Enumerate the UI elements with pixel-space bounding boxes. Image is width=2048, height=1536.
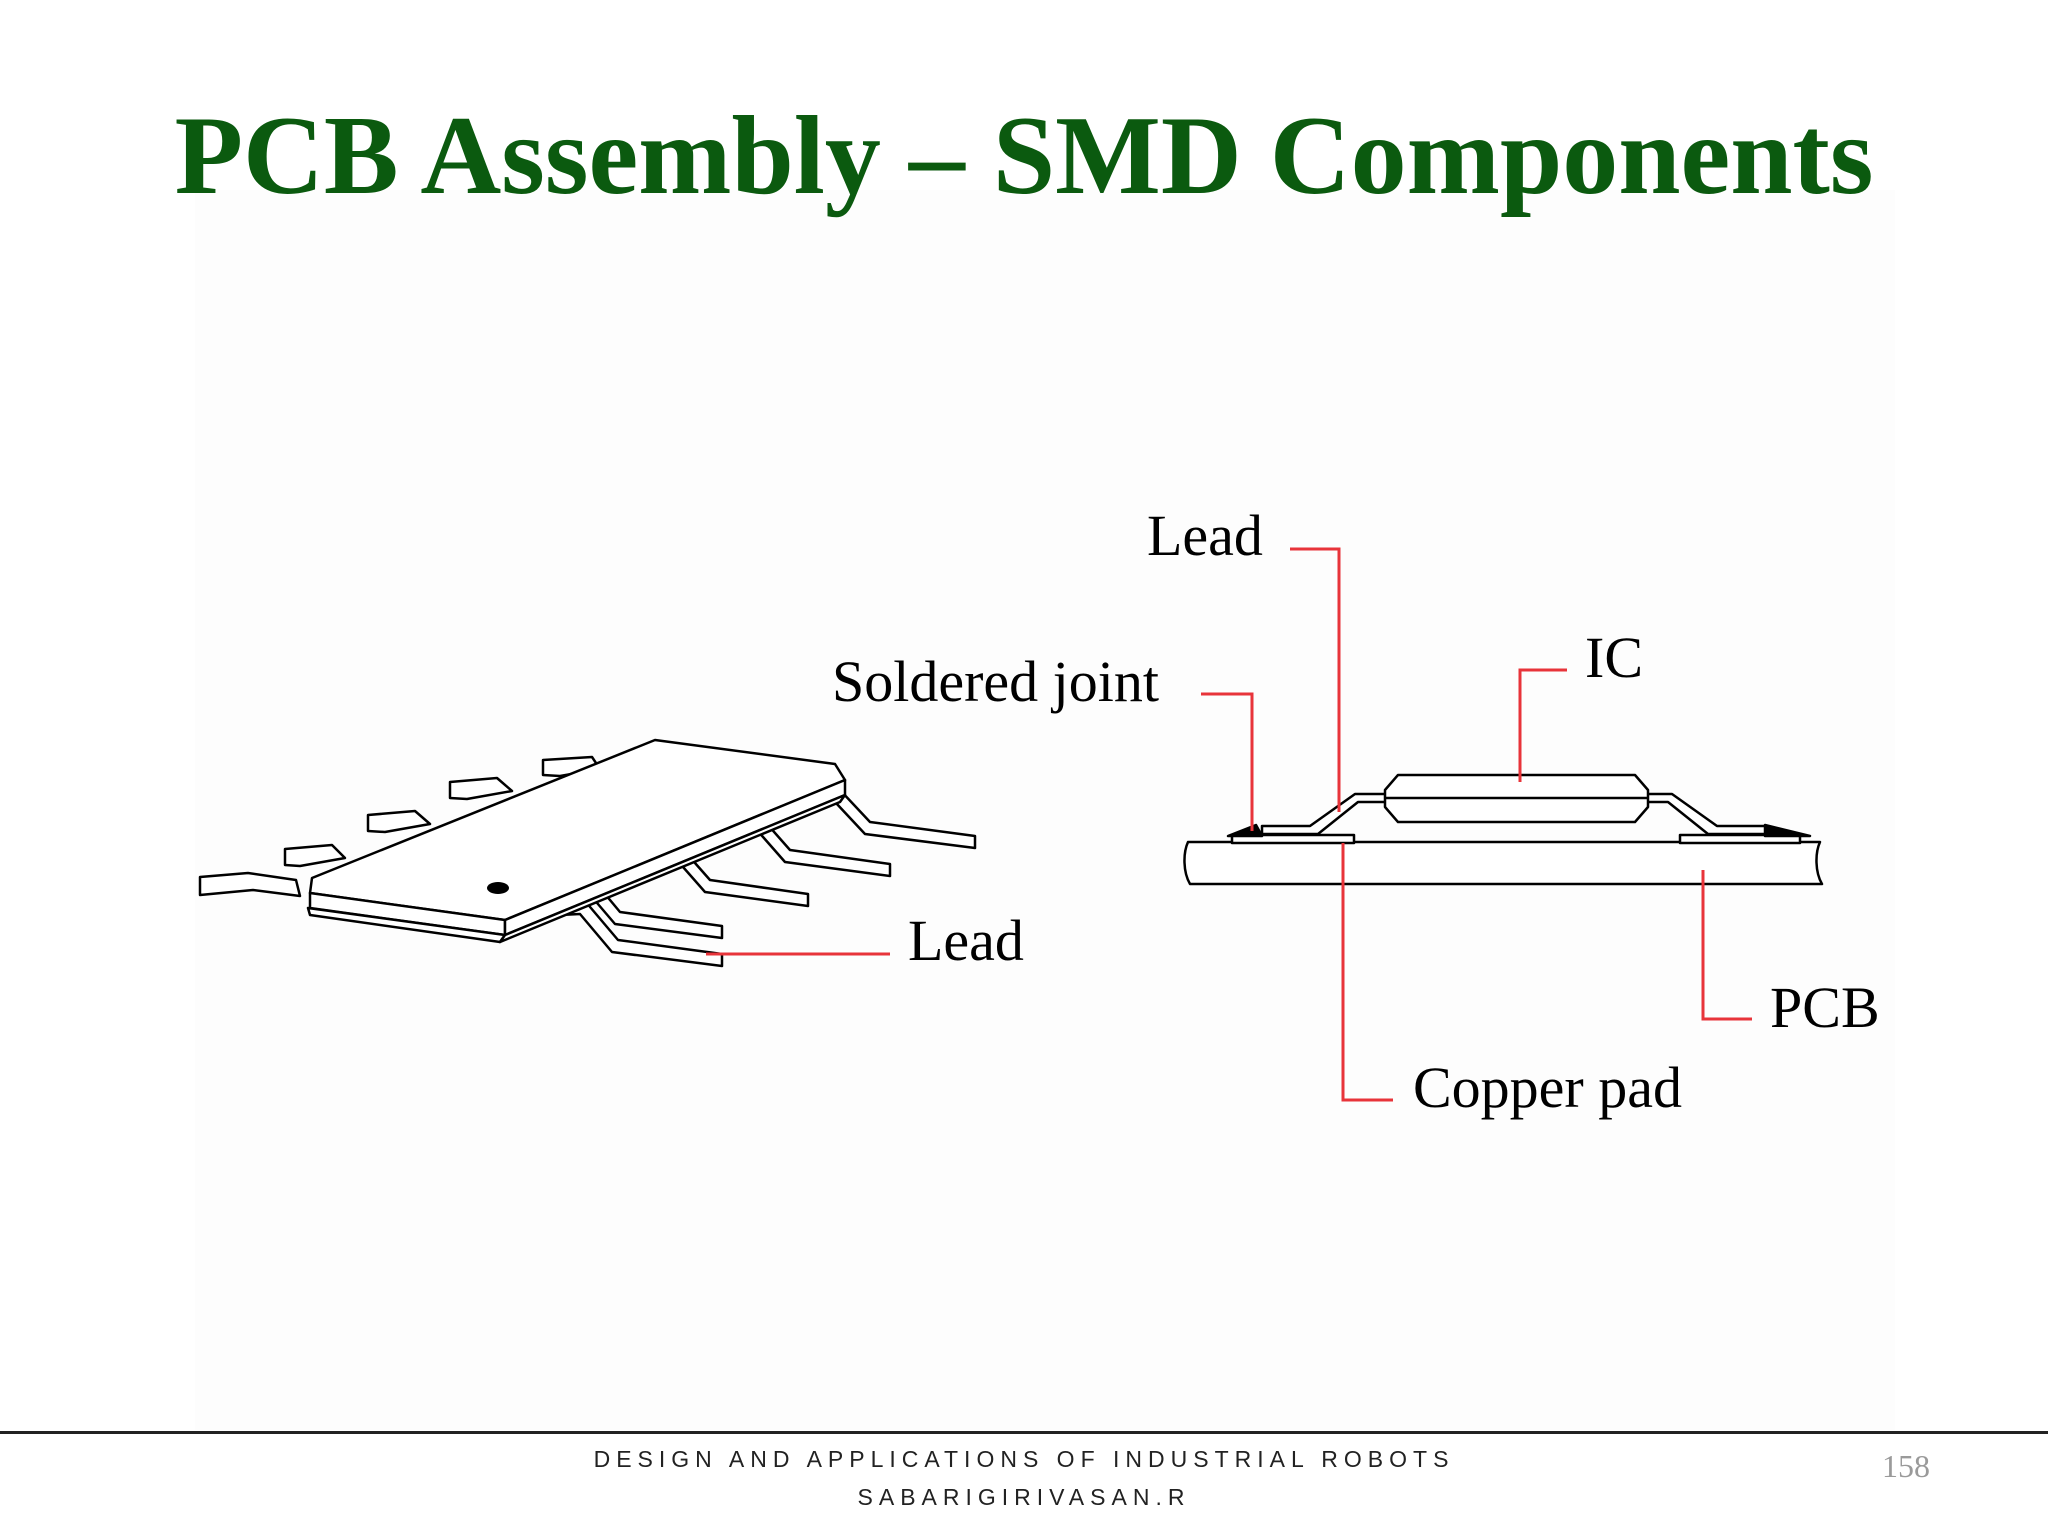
label-pcb: PCB <box>1770 975 1880 1040</box>
leader-line-soldered-joint <box>1201 692 1254 831</box>
smd-cross-section <box>1183 773 1824 886</box>
page-number: 158 <box>1882 1448 1930 1484</box>
footer-divider <box>0 1431 2048 1434</box>
leader-line-ic <box>1518 668 1567 782</box>
back-leads <box>198 755 602 898</box>
pcb-board <box>1183 840 1824 886</box>
footer-author: SABARIGIRIVASAN.R <box>857 1484 1191 1510</box>
leader-lines-right <box>1201 547 1752 1102</box>
leader-line-pcb <box>1701 870 1752 1021</box>
solder-joint-left <box>1226 823 1264 838</box>
slide-title: PCB Assembly – SMD Components <box>174 94 1874 218</box>
solder-joint-right <box>1763 823 1812 838</box>
lead-left <box>1260 792 1397 836</box>
lead-right <box>1630 792 1767 836</box>
leader-line-copper-pad <box>1341 843 1393 1102</box>
label-lead-left: Lead <box>908 908 1024 973</box>
leader-line-lead-right <box>1290 547 1341 812</box>
footer-course-title: DESIGN AND APPLICATIONS OF INDUSTRIAL RO… <box>593 1446 1455 1472</box>
smd-package-illustration <box>198 738 977 968</box>
label-copper-pad: Copper pad <box>1413 1055 1682 1120</box>
label-ic: IC <box>1585 625 1643 690</box>
label-lead-right: Lead <box>1147 503 1263 568</box>
label-soldered-joint: Soldered joint <box>832 649 1159 714</box>
pin1-marker <box>487 882 509 894</box>
